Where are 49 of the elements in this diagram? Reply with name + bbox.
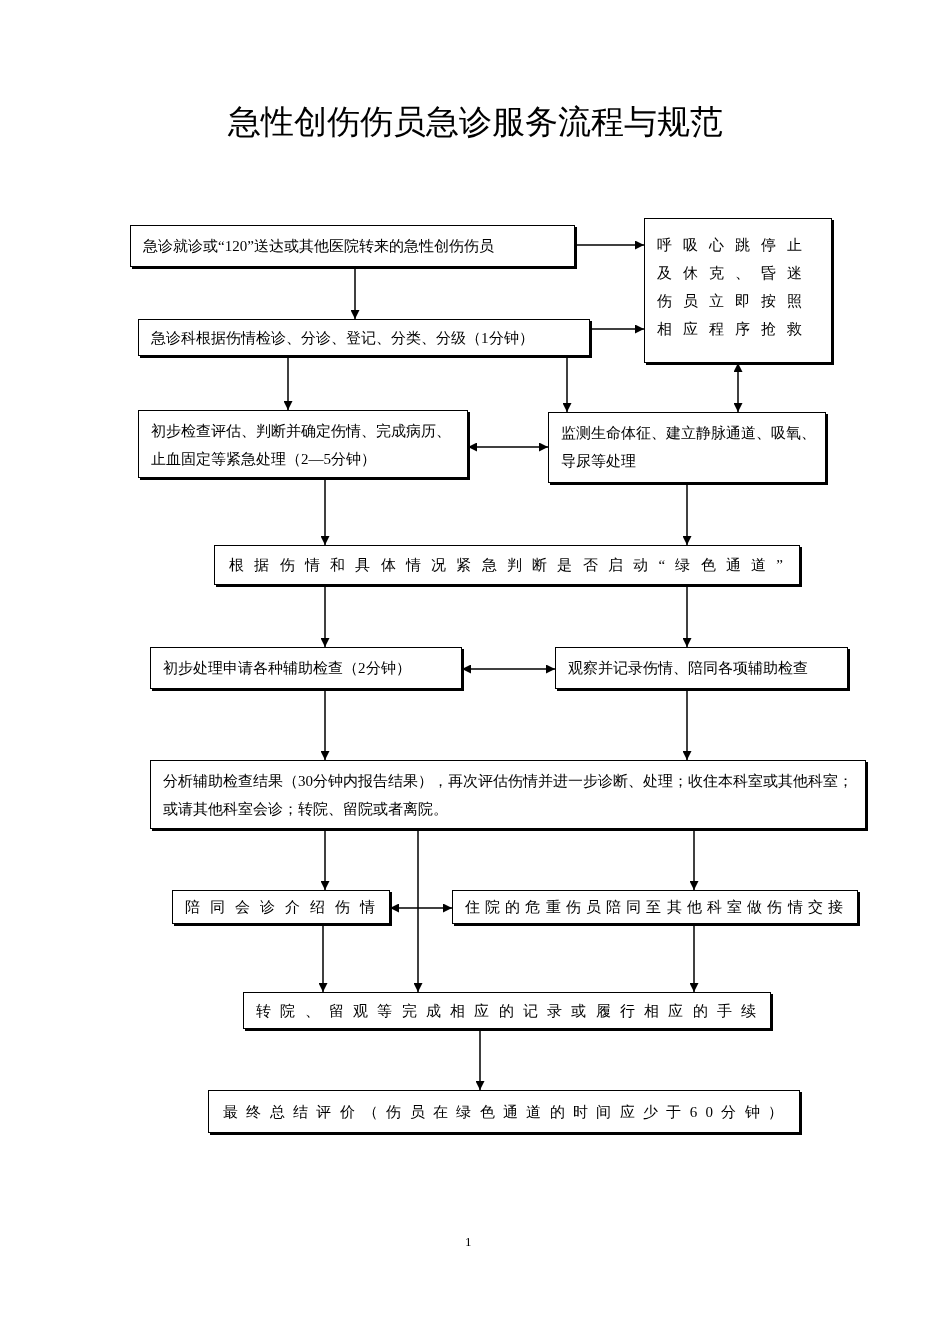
step-text: 观察并记录伤情、陪同各项辅助检查 bbox=[568, 659, 808, 678]
arrow bbox=[562, 355, 572, 413]
arrow bbox=[589, 324, 645, 334]
process-box bbox=[130, 225, 575, 267]
arrow bbox=[320, 584, 330, 648]
step-text: 急诊就诊或“120”送达或其他医院转来的急性创伤伤员 bbox=[143, 237, 494, 256]
step-text: 最终总结评价（伤员在绿色通道的时间应少于60分钟） bbox=[223, 1103, 792, 1122]
step-text: 陪同会诊介绍伤情 bbox=[185, 898, 385, 917]
arrow bbox=[461, 664, 556, 674]
arrow bbox=[350, 266, 360, 320]
step-text: 根据伤情和具体情况紧急判断是否启动“绿色通道” bbox=[229, 556, 794, 575]
process-box bbox=[214, 545, 800, 585]
process-box bbox=[548, 412, 826, 483]
arrow bbox=[413, 828, 423, 993]
step-text: 初步处理申请各种辅助检查（2分钟） bbox=[163, 659, 411, 678]
arrow bbox=[320, 688, 330, 761]
step-text: 分析辅助检查结果（30分钟内报告结果），再次评估伤情并进一步诊断、处理；收住本科室或其他科室；或请其他科室会诊；转院、留院或者离院。 bbox=[163, 772, 854, 819]
process-box bbox=[452, 890, 858, 924]
process-box bbox=[243, 992, 771, 1029]
arrow bbox=[574, 240, 645, 250]
arrow bbox=[389, 903, 453, 913]
arrow bbox=[283, 355, 293, 411]
process-box bbox=[555, 647, 848, 689]
arrow bbox=[733, 362, 743, 413]
process-box bbox=[138, 319, 590, 356]
step-text: 监测生命体征、建立静脉通道、吸氧、导尿等处理 bbox=[561, 424, 817, 471]
step-text: 转院、留观等完成相应的记录或履行相应的手续 bbox=[256, 1002, 766, 1021]
step-text: 住院的危重伤员陪同至其他科室做伤情交接 bbox=[465, 898, 849, 917]
arrow bbox=[475, 1028, 485, 1091]
arrow bbox=[682, 584, 692, 648]
process-box bbox=[150, 647, 462, 689]
diagram-title: 急性创伤伤员急诊服务流程与规范 bbox=[226, 103, 724, 142]
arrow bbox=[682, 688, 692, 761]
process-box bbox=[138, 410, 468, 478]
arrow bbox=[682, 482, 692, 546]
process-box bbox=[172, 890, 390, 924]
arrow bbox=[320, 477, 330, 546]
arrow bbox=[689, 923, 699, 993]
step-text: 呼吸心跳停止及休克、昏迷伤员立即按照相应程序抢救 bbox=[657, 236, 814, 339]
process-box bbox=[150, 760, 866, 829]
arrow bbox=[467, 442, 549, 452]
page-number: 1 bbox=[465, 1234, 472, 1250]
process-box bbox=[644, 218, 832, 363]
arrow bbox=[689, 828, 699, 891]
step-text: 初步检查评估、判断并确定伤情、完成病历、止血固定等紧急处理（2—5分钟） bbox=[151, 422, 452, 469]
step-text: 急诊科根据伤情检诊、分诊、登记、分类、分级（1分钟） bbox=[151, 329, 534, 348]
process-box bbox=[208, 1090, 800, 1133]
arrow bbox=[318, 923, 328, 993]
arrow bbox=[320, 828, 330, 891]
